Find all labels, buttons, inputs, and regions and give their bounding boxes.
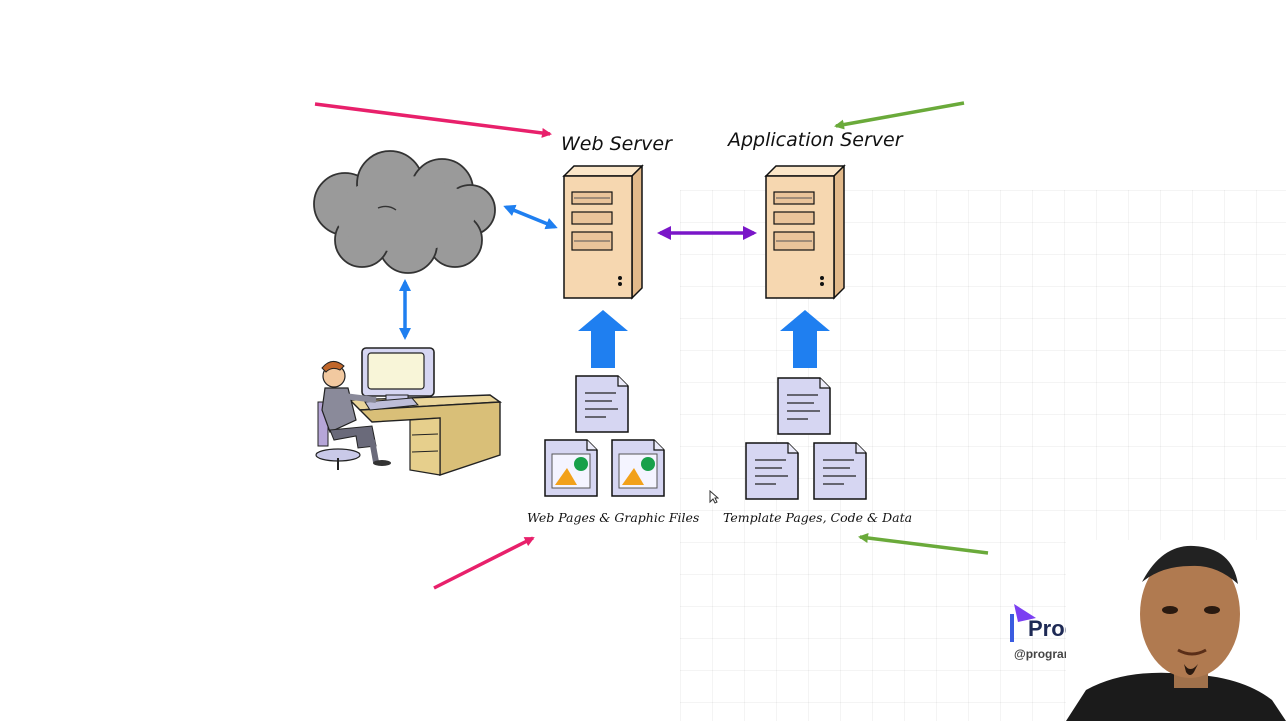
- presenter-avatar: [1066, 540, 1286, 721]
- graphic-file-icon: [544, 439, 598, 497]
- pink-arrow-top: [314, 102, 552, 138]
- presenter-webcam: [1066, 540, 1286, 721]
- data-document-icon: [813, 442, 867, 500]
- web-page-document-icon: [575, 375, 629, 433]
- web-server-label: Web Server: [561, 133, 672, 155]
- green-arrow-bottom: [858, 533, 989, 555]
- application-server-label: Application Server: [728, 129, 903, 151]
- green-arrow-top: [834, 101, 965, 130]
- web-server-icon: [563, 165, 643, 299]
- pink-arrow-bottom: [433, 536, 535, 590]
- web-pages-caption: Web Pages & Graphic Files: [527, 510, 700, 525]
- user-at-computer-icon: [315, 347, 503, 476]
- graphic-file-icon: [611, 439, 665, 497]
- code-document-icon: [745, 442, 799, 500]
- brand-logo-icon: [1010, 604, 1036, 642]
- template-page-document-icon: [777, 377, 831, 435]
- internet-cloud-icon: [313, 150, 496, 274]
- cloud-web-server-arrow: [503, 204, 558, 230]
- mouse-cursor-icon: [709, 490, 719, 504]
- template-pages-caption: Template Pages, Code & Data: [723, 510, 913, 525]
- app-upload-arrow: [780, 310, 830, 368]
- web-upload-arrow: [578, 310, 628, 368]
- application-server-icon: [765, 165, 845, 299]
